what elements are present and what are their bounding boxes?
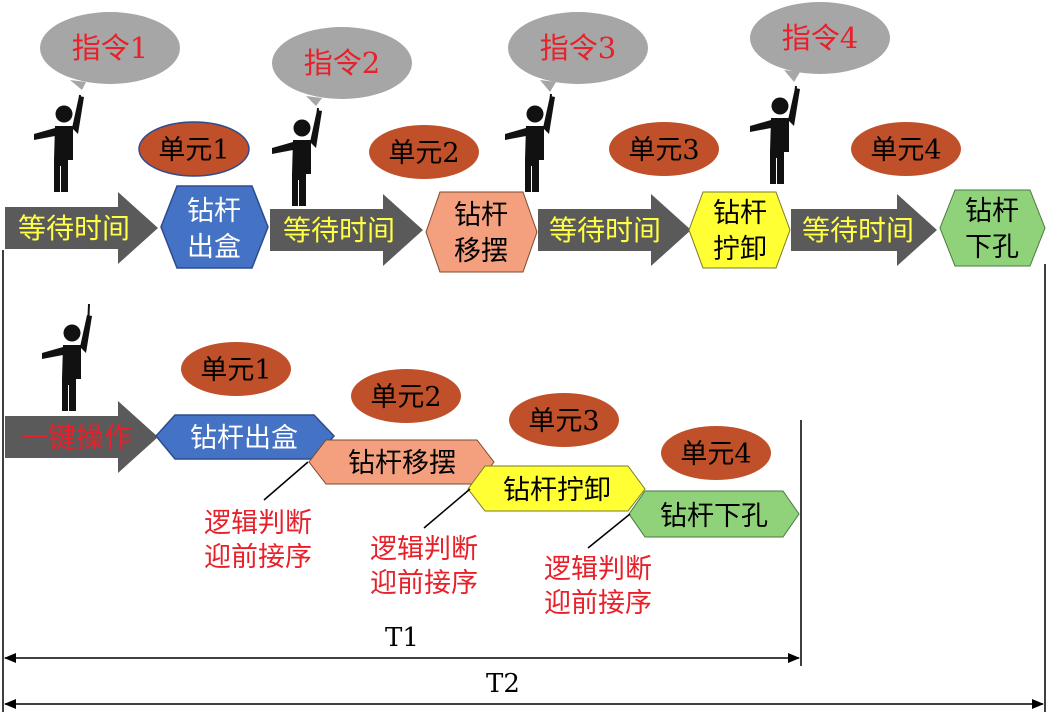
logic-note-1-line2: 迎前接序 xyxy=(204,542,312,573)
operator-figure-4 xyxy=(750,85,800,184)
command-label-1: 指令1 xyxy=(72,31,148,65)
wait-arrow-2: 等待时间 xyxy=(270,194,423,266)
wait-arrow-1: 等待时间 xyxy=(5,192,158,264)
command-bubble-2: 指令2 xyxy=(272,27,412,106)
bottom-unit-label-2: 单元2 xyxy=(370,382,441,413)
wait-label-2: 等待时间 xyxy=(283,214,395,247)
bottom-step-1: 钻杆出盒 xyxy=(155,414,336,460)
wait-label-1: 等待时间 xyxy=(18,212,130,245)
unit-label-1: 单元1 xyxy=(158,135,229,166)
logic-note-2-line1: 逻辑判断 xyxy=(370,534,478,565)
logic-note-2: 逻辑判断 迎前接序 xyxy=(370,488,478,599)
step-label-3b: 拧卸 xyxy=(713,234,767,265)
timeline-t1-label: T1 xyxy=(385,623,419,653)
operator-figure-3 xyxy=(505,93,555,192)
one-key-arrow: 一键操作 xyxy=(5,401,158,473)
logic-note-3: 逻辑判断 迎前接序 xyxy=(544,513,652,619)
bottom-step-label-1: 钻杆出盒 xyxy=(190,423,298,454)
step-label-2b: 移摆 xyxy=(454,236,508,267)
bottom-step-label-3: 钻杆拧卸 xyxy=(503,475,611,506)
operator-figure-bottom xyxy=(42,303,92,411)
unit-label-2: 单元2 xyxy=(388,138,459,169)
bottom-unit-ellipse-3: 单元3 xyxy=(509,393,619,447)
command-bubble-1: 指令1 xyxy=(40,12,180,90)
step-label-1a: 钻杆 xyxy=(187,196,241,227)
operator-figure-1 xyxy=(34,94,84,192)
wait-arrow-4: 等待时间 xyxy=(791,194,937,266)
step-label-3a: 钻杆 xyxy=(713,198,767,229)
wait-arrow-3: 等待时间 xyxy=(538,194,691,266)
step-hexagon-4: 钻杆 下孔 xyxy=(939,189,1046,267)
unit-ellipse-4: 单元4 xyxy=(851,122,961,176)
step-hexagon-2: 钻杆 移摆 xyxy=(425,191,538,273)
unit-ellipse-3: 单元3 xyxy=(609,122,719,176)
wait-label-3: 等待时间 xyxy=(549,214,661,247)
unit-ellipse-2: 单元2 xyxy=(369,125,479,179)
bottom-step-4: 钻杆下孔 xyxy=(628,490,800,538)
logic-note-3-line2: 迎前接序 xyxy=(544,588,652,619)
logic-note-1: 逻辑判断 迎前接序 xyxy=(204,461,312,573)
logic-note-3-line1: 逻辑判断 xyxy=(544,554,652,585)
step-hexagon-3: 钻杆 拧卸 xyxy=(688,191,791,269)
unit-ellipse-1: 单元1 xyxy=(138,121,250,177)
timeline-t1: T1 xyxy=(4,623,800,663)
step-label-2a: 钻杆 xyxy=(454,200,508,231)
bottom-unit-ellipse-1: 单元1 xyxy=(181,342,291,396)
timeline-t2: T2 xyxy=(4,669,1044,709)
command-label-3: 指令3 xyxy=(540,31,616,65)
bottom-step-label-2: 钻杆移摆 xyxy=(348,448,456,479)
command-bubble-4: 指令4 xyxy=(750,2,890,82)
command-bubble-3: 指令3 xyxy=(508,12,648,92)
logic-note-2-line2: 迎前接序 xyxy=(370,568,478,599)
step-label-1b: 出盒 xyxy=(187,232,241,263)
step-label-4a: 钻杆 xyxy=(965,196,1019,227)
command-label-2: 指令2 xyxy=(304,46,380,80)
operator-figure-2 xyxy=(272,107,322,206)
bottom-unit-label-3: 单元3 xyxy=(528,406,599,437)
bottom-unit-ellipse-2: 单元2 xyxy=(351,369,461,423)
timeline-t2-label: T2 xyxy=(486,669,520,699)
one-key-label: 一键操作 xyxy=(20,421,132,454)
bottom-unit-label-4: 单元4 xyxy=(680,439,751,470)
timeline-extents xyxy=(2,250,1046,712)
bottom-unit-label-1: 单元1 xyxy=(200,355,271,386)
wait-label-4: 等待时间 xyxy=(802,214,914,247)
bottom-step-3: 钻杆拧卸 xyxy=(467,465,646,512)
bottom-unit-ellipse-4: 单元4 xyxy=(661,426,771,480)
command-label-4: 指令4 xyxy=(782,21,858,55)
step-label-4b: 下孔 xyxy=(965,232,1019,263)
logic-note-1-line1: 逻辑判断 xyxy=(204,508,312,539)
unit-label-4: 单元4 xyxy=(870,135,941,166)
bottom-step-label-4: 钻杆下孔 xyxy=(660,501,768,532)
unit-label-3: 单元3 xyxy=(628,135,699,166)
bottom-step-2: 钻杆移摆 xyxy=(308,439,495,485)
step-hexagon-1: 钻杆 出盒 xyxy=(160,185,269,269)
